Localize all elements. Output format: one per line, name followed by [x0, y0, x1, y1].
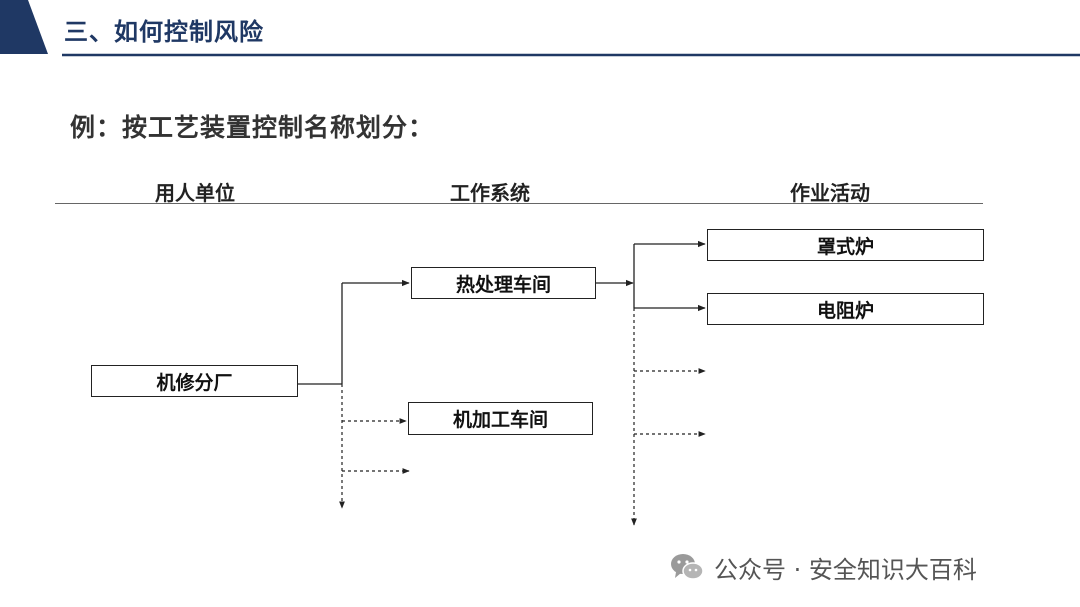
node-heat-treatment-workshop: 热处理车间 [411, 267, 596, 299]
example-subtitle: 例：按工艺装置控制名称划分： [70, 113, 435, 142]
watermark-text: 公众号 · 安全知识大百科 [714, 555, 977, 584]
watermark: 公众号 · 安全知识大百科 [670, 549, 977, 585]
node-machining-workshop: 机加工车间 [408, 402, 593, 435]
wechat-icon [671, 554, 704, 580]
node-bell-furnace: 罩式炉 [707, 229, 984, 261]
section-title: 三、如何控制风险 [64, 18, 264, 46]
column-header-rule [55, 203, 983, 204]
node-resistance-furnace: 电阻炉 [707, 293, 984, 325]
header-bar [0, 0, 1080, 57]
column-heading-work-activity: 作业活动 [790, 181, 870, 205]
column-heading-work-system: 工作系统 [450, 181, 530, 205]
node-machine-repair-plant: 机修分厂 [91, 365, 298, 397]
column-heading-employer: 用人单位 [155, 181, 235, 205]
